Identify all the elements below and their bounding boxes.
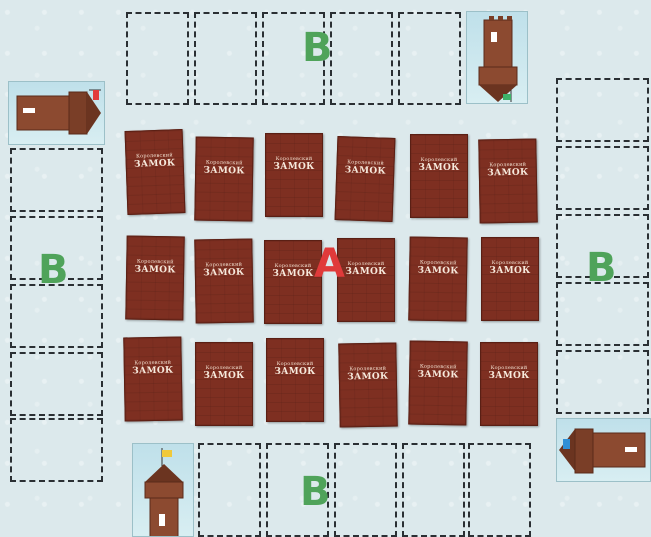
left-slot-3[interactable]: [10, 284, 103, 348]
right-slot-4[interactable]: [556, 282, 649, 346]
left-slot-5[interactable]: [10, 418, 103, 482]
right-slot-5[interactable]: [556, 350, 649, 414]
left-slot-1[interactable]: [10, 148, 103, 212]
tower-icon: [557, 419, 651, 482]
bottom-slot-4[interactable]: [402, 443, 465, 537]
tower-card-top-right[interactable]: [466, 11, 528, 104]
right-slot-2[interactable]: [556, 146, 649, 210]
zone-label-right: B: [586, 248, 617, 288]
zone-label-bottom: B: [300, 472, 331, 512]
top-slot-1[interactable]: [126, 12, 189, 105]
zone-label-left: B: [38, 250, 69, 290]
bottom-slot-3[interactable]: [334, 443, 397, 537]
card-title: ЗАМОК: [203, 166, 244, 177]
left-slot-4[interactable]: [10, 352, 103, 416]
card-title: ЗАМОК: [272, 269, 313, 279]
zone-label-center: A: [314, 244, 345, 284]
zone-label-top: B: [302, 28, 333, 68]
top-slot-4[interactable]: [330, 12, 393, 105]
card-title: ЗАМОК: [417, 266, 458, 277]
card-title: ЗАМОК: [489, 266, 530, 276]
card-title: ЗАМОК: [134, 158, 176, 169]
card-title: ЗАМОК: [203, 371, 244, 381]
bottom-slot-1[interactable]: [198, 443, 261, 537]
bottom-slot-5[interactable]: [468, 443, 531, 537]
card-title: ЗАМОК: [347, 372, 388, 383]
card-title: ЗАМОК: [134, 265, 175, 276]
tower-card-right-bottom[interactable]: [556, 418, 651, 482]
tower-card-bottom-left[interactable]: [132, 443, 194, 537]
card-title: ЗАМОК: [345, 267, 386, 277]
card-title: ЗАМОК: [132, 366, 173, 377]
top-slot-2[interactable]: [194, 12, 257, 105]
card-title: ЗАМОК: [417, 370, 458, 381]
card-title: ЗАМОК: [273, 162, 314, 172]
right-slot-1[interactable]: [556, 78, 649, 142]
tower-card-left-top[interactable]: [8, 81, 105, 145]
top-slot-5[interactable]: [398, 12, 461, 105]
card-title: ЗАМОК: [274, 367, 315, 377]
card-title: ЗАМОК: [487, 168, 528, 179]
card-title: ЗАМОК: [203, 268, 244, 279]
tower-icon: [467, 12, 528, 104]
card-title: ЗАМОК: [418, 163, 459, 173]
card-title: ЗАМОК: [488, 371, 529, 381]
tower-icon: [133, 444, 194, 537]
tower-icon: [9, 82, 105, 145]
card-title: ЗАМОК: [344, 165, 386, 176]
